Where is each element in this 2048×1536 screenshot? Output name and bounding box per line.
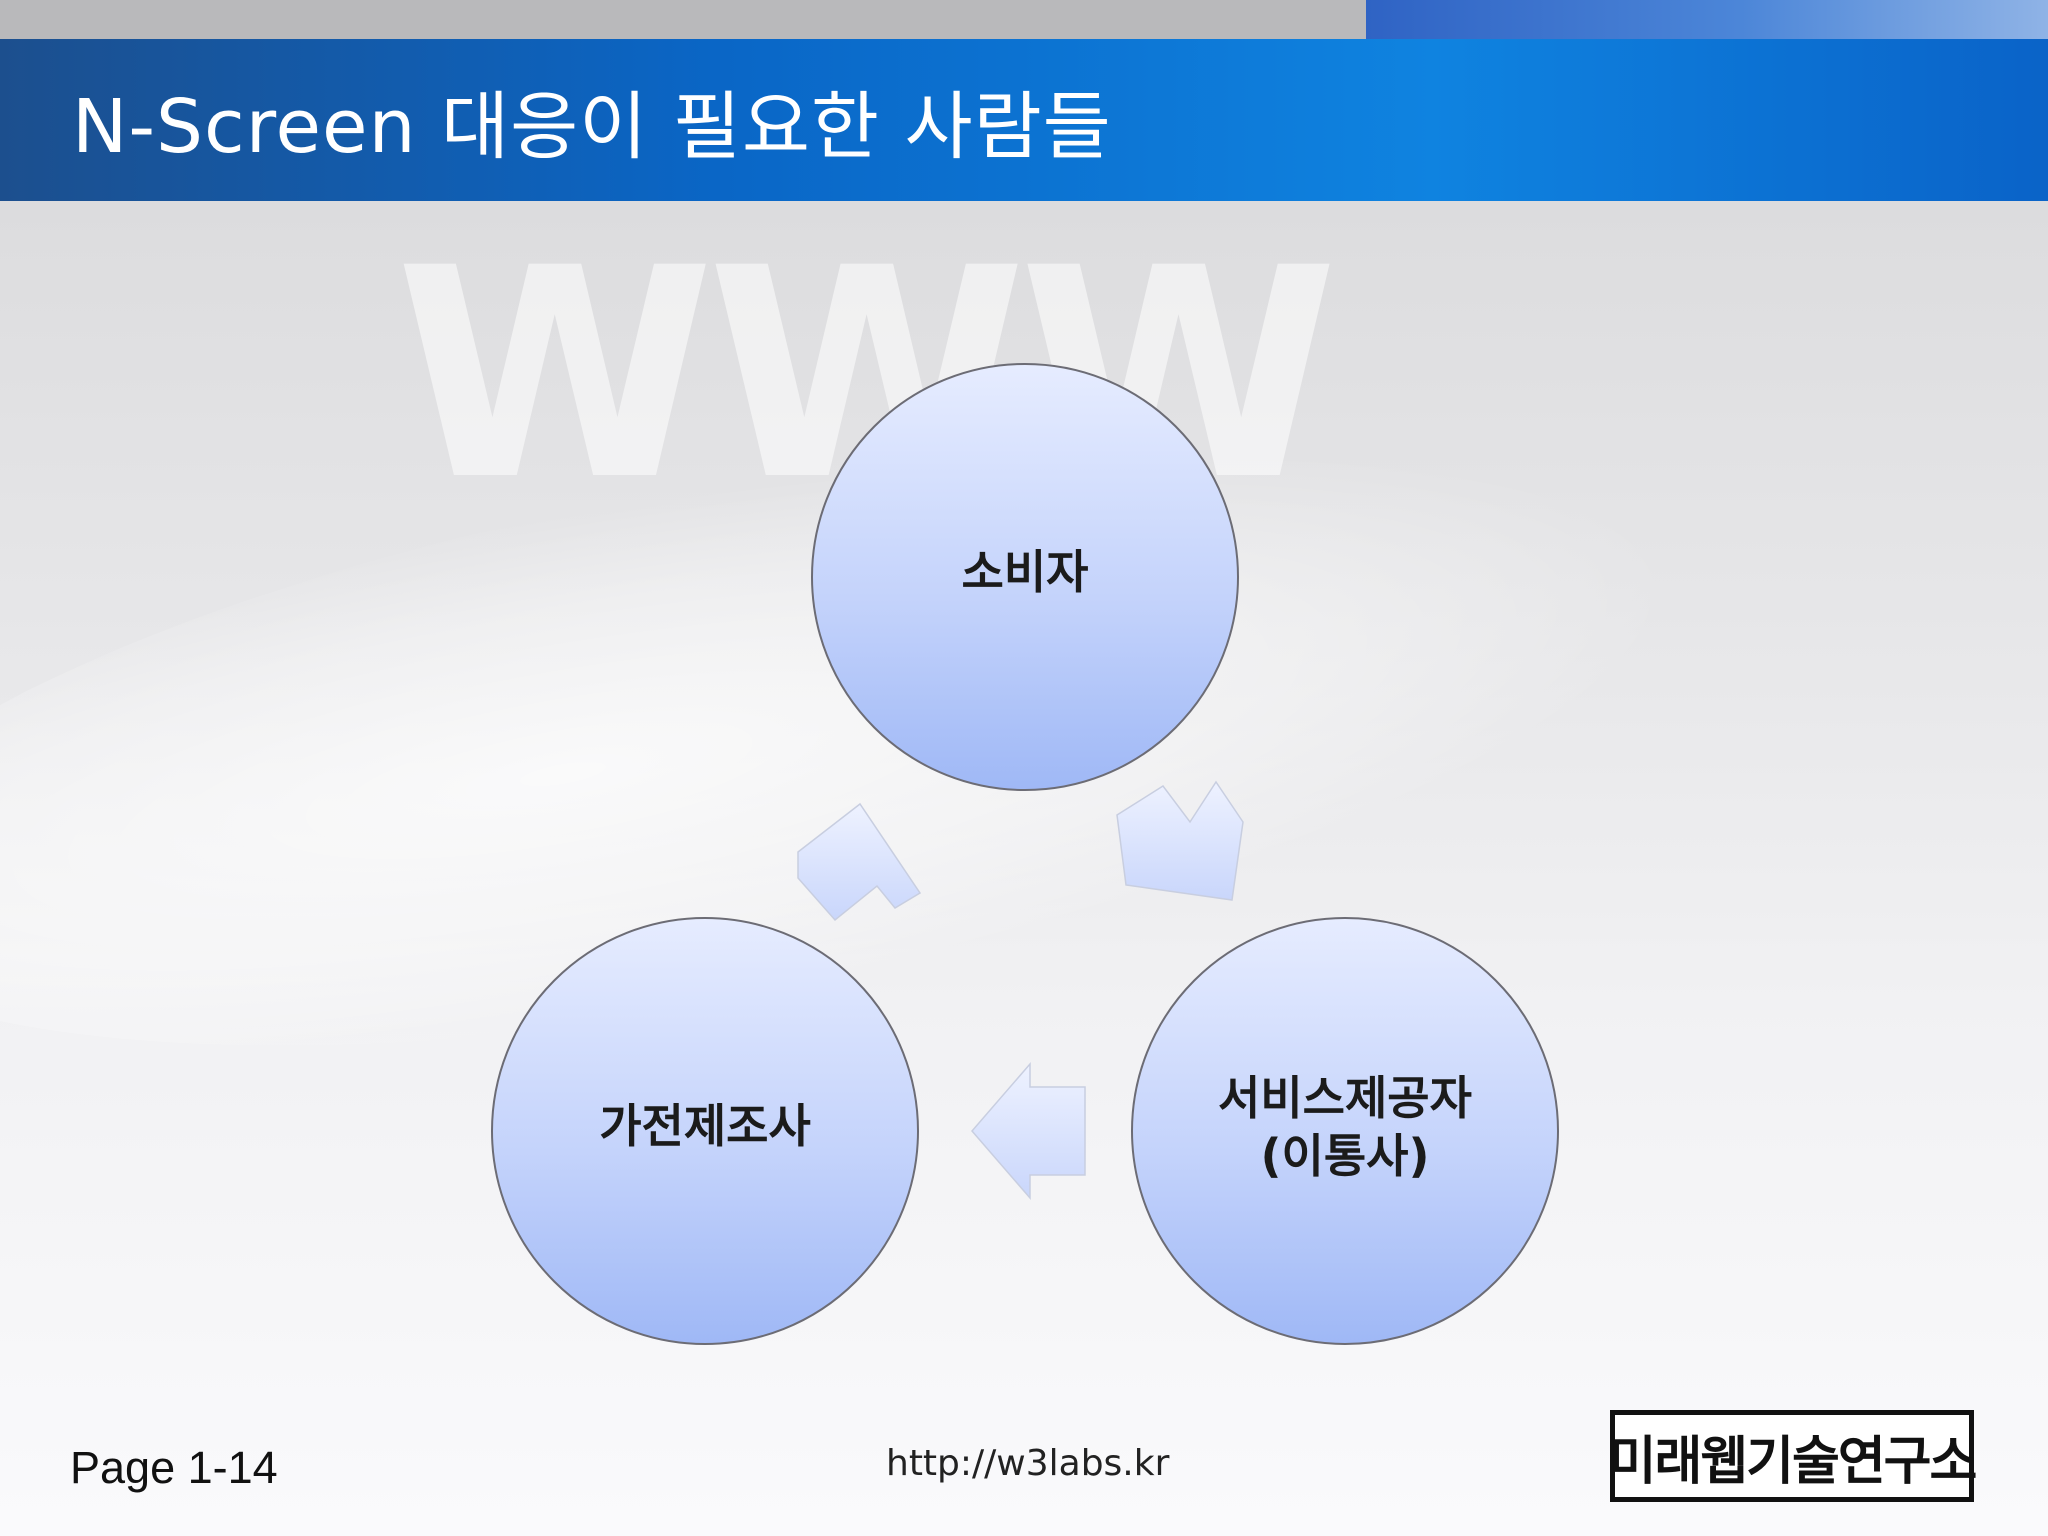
page-number: Page 1-14	[70, 1442, 278, 1493]
footer-url: http://w3labs.kr	[886, 1443, 1170, 1484]
label-service-provider: 서비스제공자	[1218, 1071, 1472, 1125]
top-strip-blue	[1366, 0, 2048, 39]
arrow-left-icon	[971, 1061, 1086, 1201]
top-accent-strip	[0, 0, 2048, 39]
lab-logo-text: 미래웹기술연구소	[1608, 1430, 1978, 1492]
arrow-up-right-icon	[797, 802, 922, 922]
lab-logo: 미래웹기술연구소	[1608, 1410, 1978, 1502]
circle-appliance-maker	[491, 917, 919, 1345]
circle-consumer	[811, 363, 1239, 791]
title-bar: N-Screen 대응이 필요한 사람들	[0, 39, 2048, 201]
arrow-down-right-icon	[1116, 780, 1244, 901]
circle-service-provider	[1131, 917, 1559, 1345]
label-consumer: 소비자	[962, 545, 1089, 599]
slide-title: N-Screen 대응이 필요한 사람들	[72, 84, 1112, 170]
label-appliance-maker: 가전제조사	[599, 1099, 811, 1153]
top-strip-grey	[0, 0, 1366, 39]
label-service-provider-sub: (이통사)	[1260, 1129, 1429, 1183]
